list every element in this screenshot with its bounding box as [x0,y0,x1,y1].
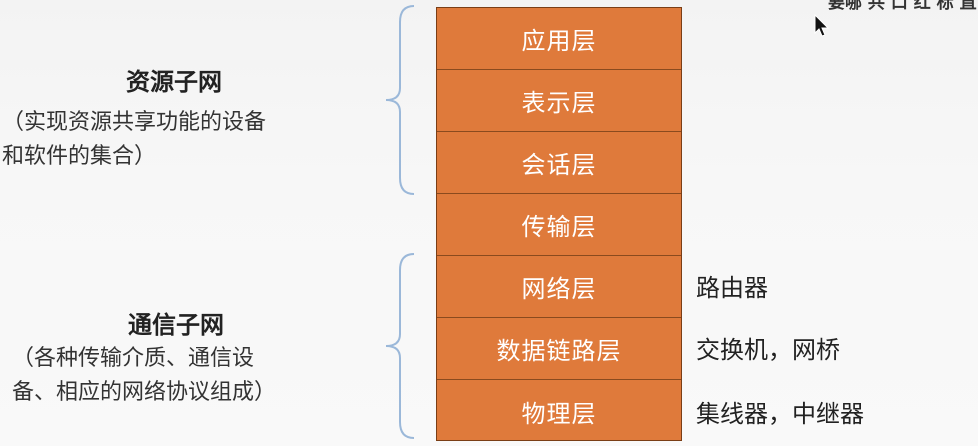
osi-layer-stack: 应用层 表示层 会话层 传输层 网络层 数据链路层 物理层 [436,7,682,441]
layer-presentation: 表示层 [437,70,681,132]
layer-application: 应用层 [437,8,681,70]
resource-subnet-title: 资源子网 [126,68,222,96]
comm-subnet-brace [385,253,415,439]
layer-transport: 传输层 [437,194,681,256]
comm-subnet-desc-line2: 备、相应的网络协议组成） [12,380,277,405]
top-right-caption: 要哪 共 口 红 标 直 [828,0,977,13]
layer-physical: 物理层 [521,399,597,428]
resource-subnet-brace [385,5,415,195]
comm-subnet-title: 通信子网 [128,311,224,339]
resource-subnet-desc-line2: 和软件的集合） [2,144,157,169]
comm-subnet-desc: （各种传输介质、通信设 备、相应的网络协议组成） [12,342,276,410]
layer-network: 网络层 [437,256,681,318]
device-label-data-link: 交换机，网桥 [696,336,840,364]
mouse-cursor-icon [814,14,830,37]
comm-subnet-desc-line1: （各种传输介质、通信设 [12,346,255,371]
resource-subnet-desc: （实现资源共享功能的设备 和软件的集合） [2,106,266,174]
layer-session: 会话层 [437,132,681,194]
resource-subnet-desc-line1: （实现资源共享功能的设备 [2,110,267,135]
device-label-network: 路由器 [696,274,768,302]
device-label-physical: 集线器，中继器 [696,400,864,428]
layer-data-link: 数据链路层 [437,318,681,380]
